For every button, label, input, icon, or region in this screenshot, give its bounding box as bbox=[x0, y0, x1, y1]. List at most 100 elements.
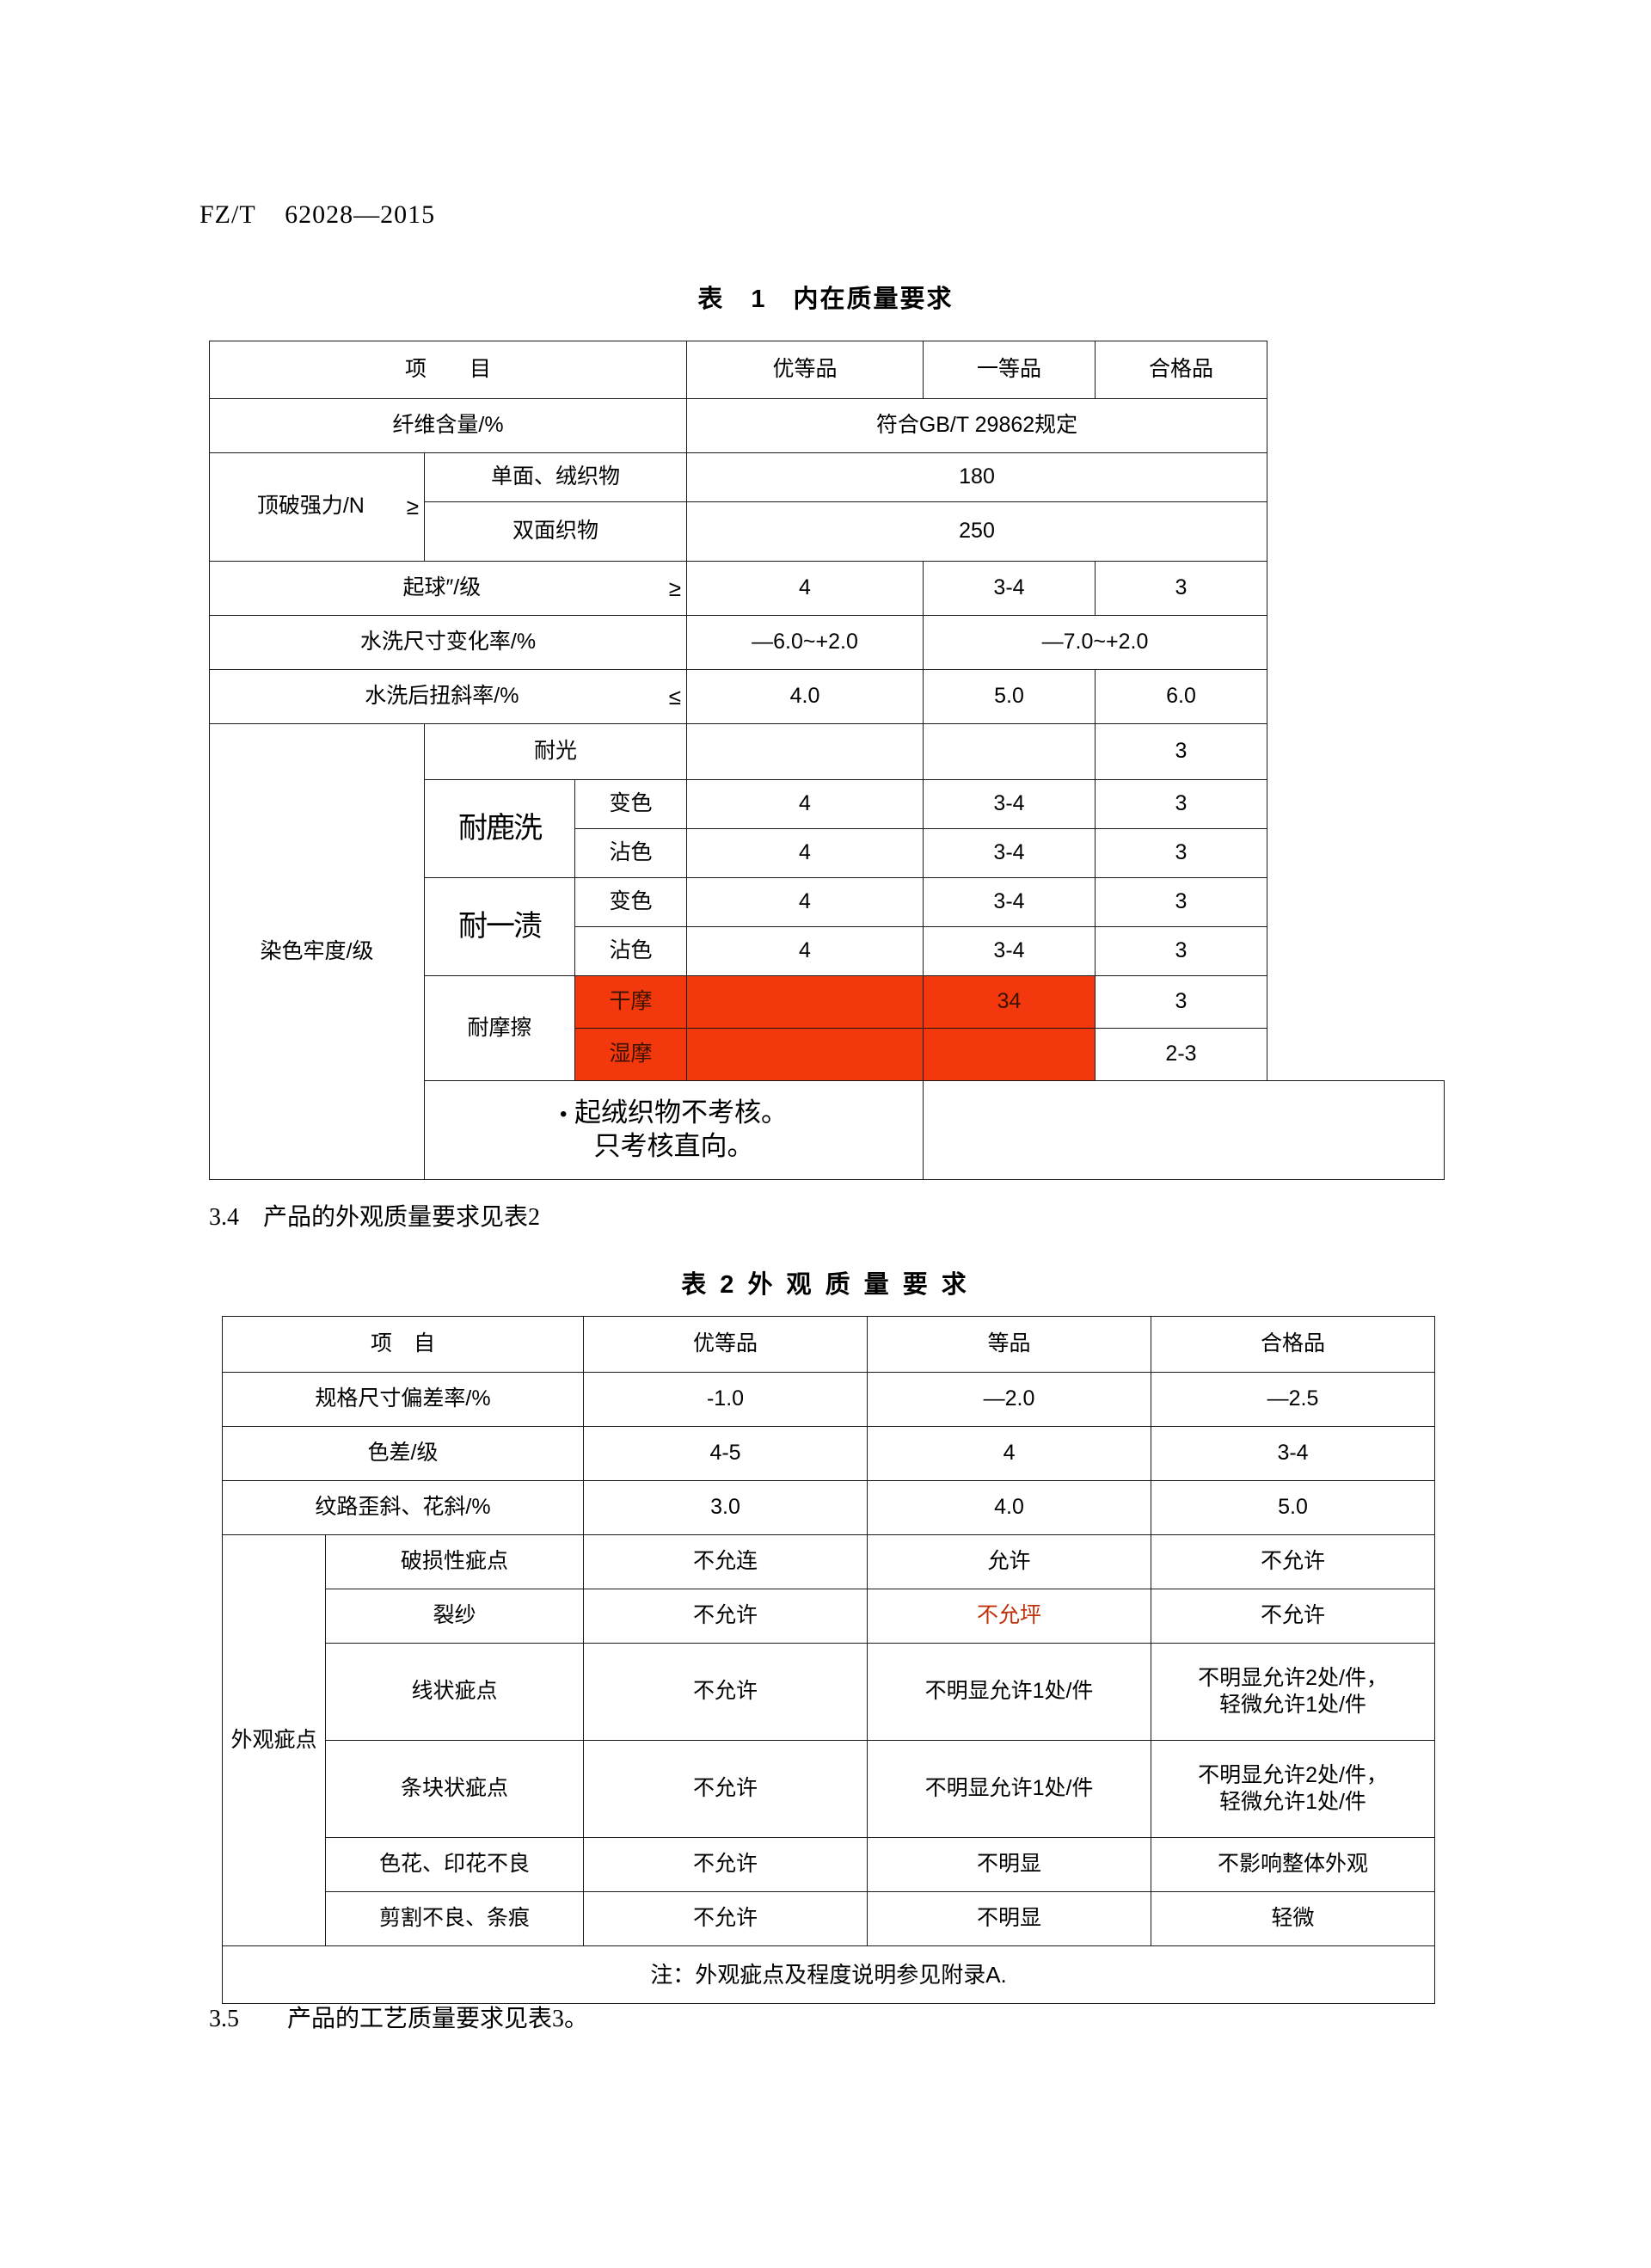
cell-pattern-skew-qualified: 5.0 bbox=[1151, 1480, 1436, 1535]
cell-breakage-qualified: 不允许 bbox=[1151, 1534, 1436, 1589]
table-row-wash-dimension: 水洗尺寸变化率/% —6.0~+2.0 —7.0~+2.0 bbox=[209, 615, 1445, 670]
row-label-fiber-content: 纤维含量/% bbox=[209, 398, 687, 453]
cell-patch-qualified: 不明显允许2处/件， 轻微允许1处/件 bbox=[1151, 1740, 1436, 1838]
cell-wet-rub-first bbox=[923, 1028, 1096, 1081]
table-row-burst-double: 双面织物 250 bbox=[210, 501, 1445, 562]
cell-persp-change-qualified: 3 bbox=[1095, 877, 1267, 927]
table-row-defect-cutting: 剪割不良、条痕 不允许 不明显 轻微 bbox=[223, 1891, 1436, 1946]
row-label-appearance-defects: 外观疵点 bbox=[222, 1534, 326, 1946]
cell-patch-first: 不明显允许1处/件 bbox=[867, 1740, 1152, 1838]
table-row-persp-fastness-change: 耐一渍 变色 4 3-4 3 bbox=[210, 877, 1445, 976]
row-label-colour-difference: 色差/级 bbox=[221, 1426, 585, 1481]
cell-pilling-qualified: 3 bbox=[1095, 561, 1267, 616]
row-label-size-deviation: 规格尺寸偏差率/% bbox=[221, 1372, 585, 1427]
sub-group-perspiration-fastness: 耐一渍 bbox=[424, 877, 575, 976]
cell-wet-rub-premium bbox=[686, 1028, 924, 1081]
cell-linear-premium: 不允许 bbox=[583, 1643, 868, 1741]
row-label-wash-dimension: 水洗尺寸变化率/% bbox=[209, 615, 687, 670]
cell-colour-print-first: 不明显 bbox=[867, 1837, 1152, 1892]
cell-dry-rub-premium bbox=[686, 975, 924, 1029]
table-row-header: 项 目 优等品 一等品 合格品 bbox=[209, 341, 1445, 399]
cell-light-premium bbox=[686, 723, 924, 780]
table-row-footnote: • 起绒织物不考核。 只考核直向。 bbox=[210, 1080, 1445, 1180]
cell-colour-difference-qualified: 3-4 bbox=[1151, 1426, 1436, 1481]
cell-wash-dimension-premium: —6.0~+2.0 bbox=[686, 615, 924, 670]
pilling-ge-sign: ≥ bbox=[668, 575, 681, 601]
row-label-wash-skew: 水洗后扭斜率/% ≤ bbox=[209, 669, 687, 724]
cell-wash-skew-qualified: 6.0 bbox=[1095, 669, 1267, 724]
row-label-colour-fastness: 染色牢度/级 bbox=[209, 723, 425, 1180]
cell-wash-stain-premium: 4 bbox=[686, 828, 924, 878]
footnote-line-2: 只考核直向。 bbox=[593, 1131, 754, 1161]
table-row-defect-breakage: 外观疵点 破损性疵点 不允连 允许 不允许 bbox=[222, 1534, 1436, 1946]
cell-patch-premium: 不允许 bbox=[583, 1740, 868, 1838]
th-item: 项 目 bbox=[209, 341, 687, 399]
sub-label-yarn-split-defect: 裂纱 bbox=[324, 1589, 585, 1644]
table-1-title: 表 1 内在质量要求 bbox=[697, 286, 954, 313]
cell-breakage-first: 允许 bbox=[867, 1534, 1152, 1589]
sub-label-breakage-defect: 破损性疵点 bbox=[324, 1534, 585, 1589]
table-1-footnote: • 起绒织物不考核。 只考核直向。 bbox=[424, 1080, 924, 1180]
cell-wash-change-first: 3-4 bbox=[923, 779, 1096, 829]
footnote-bullet-icon: • bbox=[559, 1103, 568, 1127]
cell-wash-stain-first: 3-4 bbox=[923, 828, 1096, 878]
cell-linear-qualified: 不明显允许2处/件， 轻微允许1处/件 bbox=[1151, 1643, 1436, 1741]
sub-label-persp-staining: 沾色 bbox=[574, 926, 687, 976]
cell-linear-qualified-line-2: 轻微允许1处/件 bbox=[1219, 1693, 1366, 1717]
table-row-rubbing-dry: 耐摩擦 干摩 34 3 bbox=[210, 975, 1445, 1081]
cell-persp-stain-premium: 4 bbox=[686, 926, 924, 976]
wash-skew-label-text: 水洗后扭斜率/% bbox=[365, 683, 519, 708]
footnote-line-1: 起绒织物不考核。 bbox=[574, 1097, 789, 1128]
sub-label-dry-rubbing: 干摩 bbox=[574, 975, 687, 1029]
table-row-fiber-content: 纤维含量/% 符合GB/T 29862规定 bbox=[209, 398, 1445, 453]
sub-label-wash-staining: 沾色 bbox=[574, 828, 687, 878]
cell-yarn-split-qualified: 不允许 bbox=[1151, 1589, 1436, 1644]
th-premium: 优等品 bbox=[583, 1316, 868, 1373]
cell-persp-change-premium: 4 bbox=[686, 877, 924, 927]
row-label-pilling: 起球″/级≥ bbox=[209, 561, 687, 616]
table-row-pilling: 起球″/级≥ 4 3-4 3 bbox=[209, 561, 1445, 616]
table-row-wash-fastness-stain: 沾色 4 3-4 3 bbox=[210, 828, 1445, 878]
cell-patch-qualified-line-1: 不明显允许2处/件， bbox=[1198, 1762, 1388, 1787]
cell-colour-print-premium: 不允许 bbox=[583, 1837, 868, 1892]
th-qualified: 合格品 bbox=[1151, 1316, 1436, 1373]
table-row-wash-skew: 水洗后扭斜率/%≤ 4.0 5.0 6.0 bbox=[209, 669, 1445, 724]
section-3-4-paragraph: 3.4 产品的外观质量要求见表2 bbox=[209, 1204, 541, 1231]
cell-wash-skew-first: 5.0 bbox=[923, 669, 1096, 724]
cell-breakage-premium: 不允连 bbox=[583, 1534, 868, 1589]
cell-burst-value-single: 180 bbox=[686, 452, 1267, 502]
row-label-burst-strength: 顶破强力/N≥ bbox=[209, 452, 425, 562]
sub-label-patch-defect: 条块状疵点 bbox=[324, 1740, 585, 1838]
cell-wash-change-premium: 4 bbox=[686, 779, 924, 829]
cell-pilling-premium: 4 bbox=[686, 561, 924, 616]
cell-cutting-first: 不明显 bbox=[867, 1891, 1152, 1946]
table-2-title: 表 2 外 观 质 量 要 求 bbox=[681, 1271, 970, 1299]
wash-skew-le-sign: ≤ bbox=[668, 683, 681, 710]
cell-colour-difference-premium: 4-5 bbox=[583, 1426, 868, 1481]
section-3-5-paragraph: 3.5 产品的工艺质量要求见表3。 bbox=[209, 2006, 589, 2032]
cell-persp-change-first: 3-4 bbox=[923, 877, 1096, 927]
cell-dry-rub-qualified: 3 bbox=[1095, 975, 1267, 1029]
cell-light-qualified: 3 bbox=[1095, 723, 1267, 780]
th-qualified: 合格品 bbox=[1095, 341, 1267, 399]
table-row-defect-colour-print: 色花、印花不良 不允许 不明显 不影响整体外观 bbox=[223, 1837, 1436, 1892]
burst-strength-ge-sign: ≥ bbox=[406, 494, 419, 520]
cell-yarn-split-first: 不允坪 bbox=[867, 1589, 1152, 1644]
table-row-defect-yarn-split: 裂纱 不允许 不允坪 不允许 bbox=[223, 1589, 1436, 1644]
cell-cutting-premium: 不允许 bbox=[583, 1891, 868, 1946]
cell-wet-rub-qualified: 2-3 bbox=[1095, 1028, 1267, 1081]
cell-light-first bbox=[923, 723, 1096, 780]
sub-label-cutting-defect: 剪割不良、条痕 bbox=[324, 1891, 585, 1946]
th-first-grade: 等品 bbox=[867, 1316, 1152, 1373]
table-row-defect-linear: 线状疵点 不允许 不明显允许1处/件 不明显允许2处/件， 轻微允许1处/件 bbox=[223, 1643, 1436, 1741]
sub-label-light-fastness: 耐光 bbox=[424, 723, 687, 780]
sub-label-wash-colour-change: 变色 bbox=[574, 779, 687, 829]
table-row-note: 注：外观疵点及程度说明参见附录A. bbox=[221, 1945, 1436, 2004]
cell-burst-value-double: 250 bbox=[686, 501, 1267, 562]
cell-wash-stain-qualified: 3 bbox=[1095, 828, 1267, 878]
th-premium: 优等品 bbox=[686, 341, 924, 399]
th-first-grade: 一等品 bbox=[923, 341, 1096, 399]
sub-group-wash-fastness: 耐鹿洗 bbox=[424, 779, 575, 878]
document-header-standard-number: FZ/T 62028—2015 bbox=[199, 200, 436, 229]
